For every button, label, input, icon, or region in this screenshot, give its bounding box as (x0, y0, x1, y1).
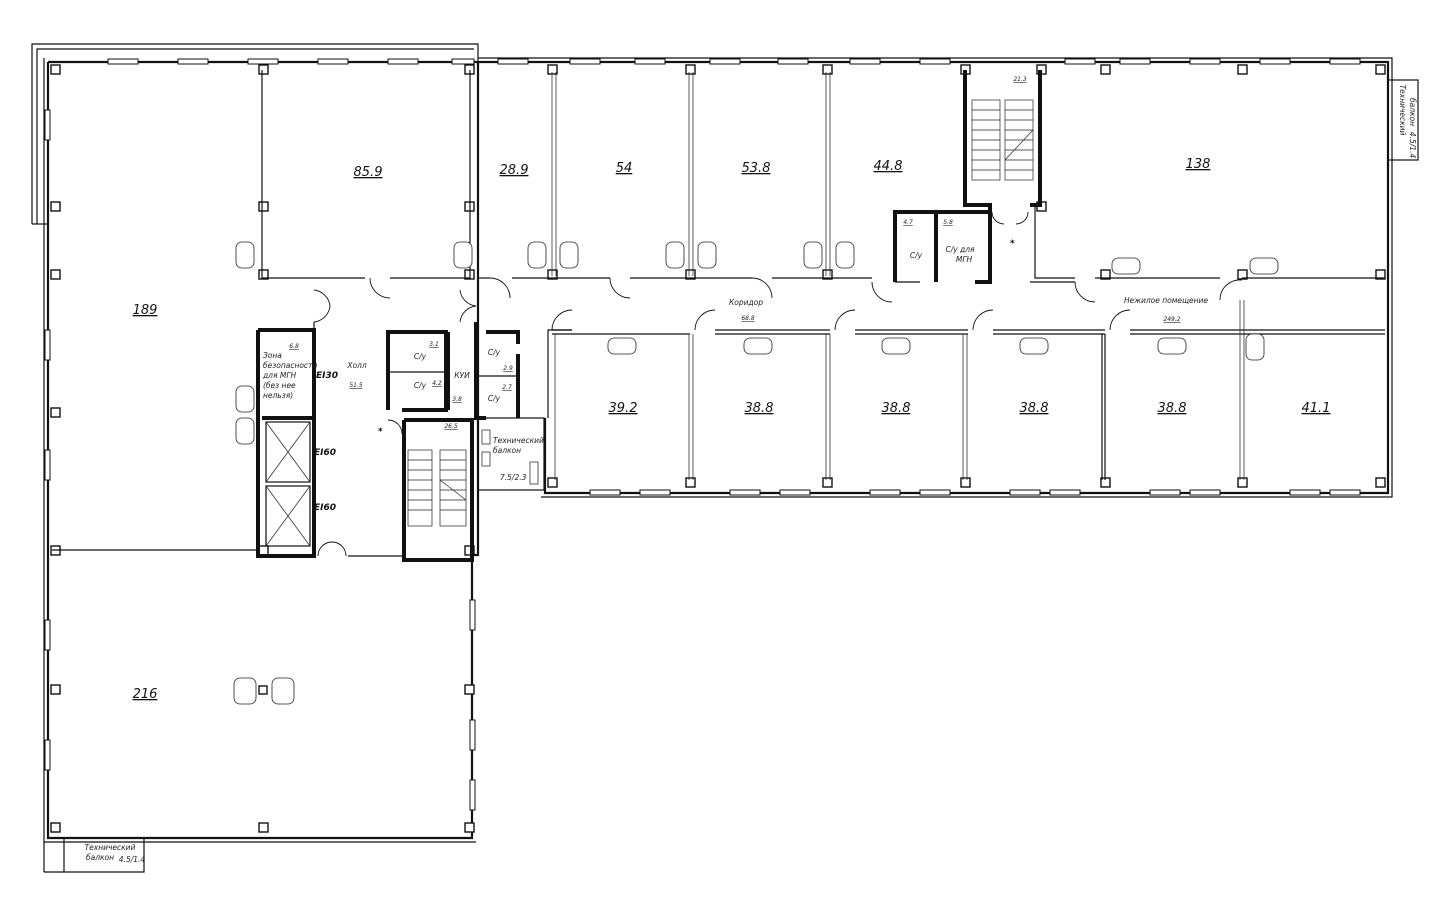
annotations: Коридор 68.8 Нежилое помещение 249.2 Хол… (85, 76, 1417, 864)
safe-zone-line-5: нельзя) (263, 391, 293, 400)
room-area-138: 138 (1186, 157, 1211, 172)
hall-area: 51.5 (349, 382, 363, 389)
safe-zone-line-3: для МГН (262, 371, 297, 380)
partitions (52, 70, 1385, 562)
tech-balcony-mid-size: 7.5/2.3 (500, 473, 527, 482)
safe-zone-line-1: Зона (263, 351, 282, 360)
wc-label-a: С/у (414, 352, 427, 361)
tech-balcony-mid-label-1: Технический (493, 436, 544, 445)
wc-area-1: 4.7 (903, 219, 913, 226)
hall-label: Холл (346, 361, 367, 370)
room-area-85-9: 85.9 (354, 165, 383, 180)
wc-label-1: С/у (910, 251, 923, 260)
wc-area-d: 2.7 (502, 384, 512, 391)
nonres-label: Нежилое помещение (1124, 296, 1208, 305)
tech-balcony-mid-label-2: балкон (493, 446, 521, 455)
windows (44, 58, 1361, 811)
columns (50, 64, 1386, 833)
room-labels: 85.9 28.9 54 53.8 44.8 138 189 39.2 38.8… (133, 157, 1331, 702)
corridor-area: 68.8 (741, 315, 755, 322)
wc-label-b: С/у (414, 381, 427, 390)
wc-area-b: 4.2 (432, 380, 442, 387)
kui-label: КУИ (454, 371, 470, 380)
tech-balcony-bottom-label-2: балкон (86, 853, 114, 862)
wc-area-a: 3.1 (429, 341, 439, 348)
tech-balcony-right (1387, 79, 1419, 161)
room-area-216: 216 (133, 687, 158, 702)
safe-zone-line-2: безопасности (263, 361, 317, 370)
room-area-38-8-b: 38.8 (882, 401, 911, 416)
fire-rating-ei30: EI30 (316, 371, 338, 381)
stair-treads (408, 109, 1034, 511)
safe-zone-line-4: (без нее (263, 381, 296, 390)
room-area-44-8: 44.8 (874, 159, 903, 174)
room-area-38-8-c: 38.8 (1020, 401, 1049, 416)
elevator-shaft-1 (265, 421, 311, 483)
room-area-189: 189 (133, 303, 158, 318)
tech-balcony-right-size: 4.5/1.4 (1408, 132, 1417, 159)
tech-balcony-bottom-label-1: Технический (85, 843, 136, 852)
room-area-54: 54 (616, 161, 633, 176)
fire-rating-ei60-b: EI60 (314, 503, 336, 513)
wc-area-c: 2.9 (503, 365, 513, 372)
tech-balcony-bottom-size: 4.5/1.4 (119, 855, 146, 864)
star-marker-2: * (1010, 239, 1015, 249)
room-area-38-8-a: 38.8 (745, 401, 774, 416)
room-area-41-1: 41.1 (1302, 401, 1331, 416)
elevator-shaft-2 (265, 485, 311, 547)
sinks (233, 241, 1279, 705)
safe-zone-area: 6.8 (289, 343, 299, 350)
room-area-39-2: 39.2 (609, 401, 638, 416)
tech-balcony-right-label-1: Технический (1398, 85, 1407, 136)
kui-area: 3.8 (452, 396, 462, 403)
tech-balcony-right-label-2: балкон (1408, 98, 1417, 126)
nonres-area: 249.2 (1163, 316, 1180, 323)
wc-mgn-label-1: С/у для (945, 245, 975, 254)
room-area-38-8-d: 38.8 (1158, 401, 1187, 416)
fire-rating-ei60-a: EI60 (314, 448, 336, 458)
tech-balcony-mid (477, 417, 545, 491)
room-area-28-9: 28.9 (500, 163, 529, 178)
wc-mgn-label-2: МГН (956, 255, 973, 264)
doors (313, 211, 1243, 557)
wc-label-c: С/у (488, 348, 501, 357)
corridor-label: Коридор (729, 298, 763, 307)
star-marker-1: * (378, 427, 383, 437)
wc-label-d: С/у (488, 394, 501, 403)
room-area-53-8: 53.8 (742, 161, 771, 176)
stair-area-top: 21.3 (1013, 76, 1027, 83)
stair-area-main: 26.5 (444, 423, 458, 430)
wc-area-2: 5.8 (943, 219, 953, 226)
